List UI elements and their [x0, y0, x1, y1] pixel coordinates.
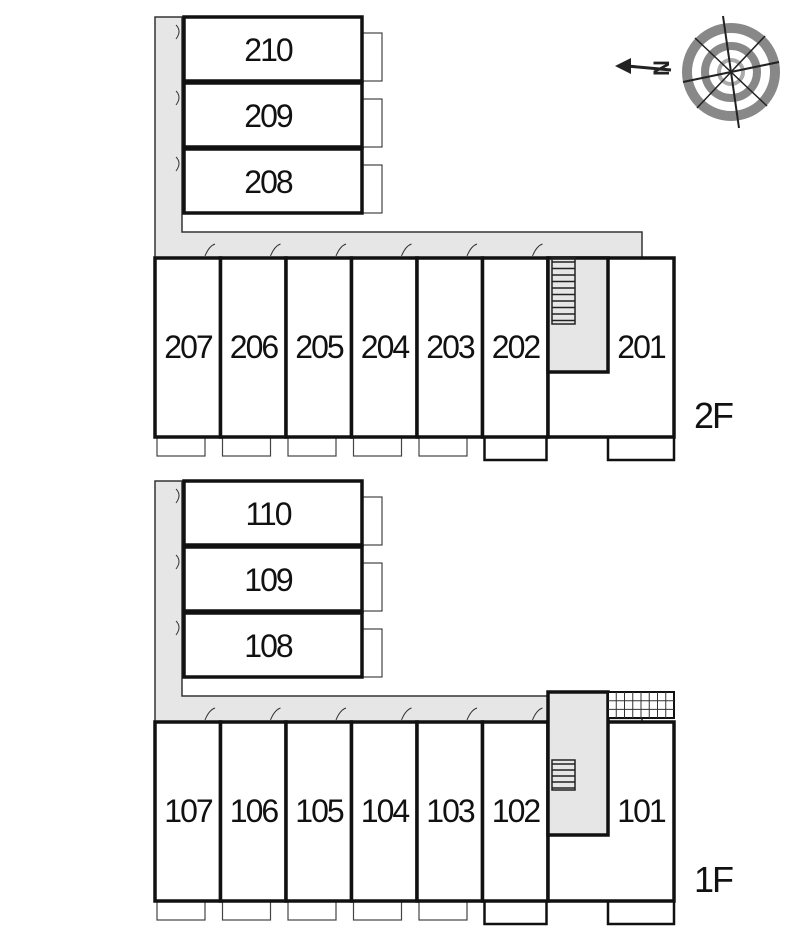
- door-icon: [175, 156, 180, 172]
- room-label: 202: [492, 329, 541, 365]
- balcony: [352, 436, 403, 457]
- room-210[interactable]: [182, 15, 364, 83]
- room-label: 104: [361, 793, 410, 829]
- room-203[interactable]: [415, 256, 485, 439]
- door-icon: [204, 707, 216, 721]
- door-icon: [175, 90, 180, 106]
- room-label: 107: [164, 793, 213, 829]
- door-icon: [466, 707, 478, 721]
- room-label: 201: [617, 329, 666, 365]
- room-label: 110: [245, 496, 291, 532]
- room-label: 101: [617, 793, 666, 829]
- balcony: [418, 436, 468, 457]
- door-icon: [175, 488, 180, 504]
- room-label: 208: [244, 164, 293, 200]
- floor-label: 1F: [694, 859, 733, 900]
- room-206[interactable]: [218, 256, 288, 439]
- room-label: 108: [244, 628, 293, 664]
- room-label: 209: [244, 98, 293, 134]
- room-104[interactable]: [349, 720, 419, 903]
- door-icon: [532, 243, 543, 257]
- door-icon: [335, 707, 347, 721]
- door-icon: [532, 707, 543, 721]
- room-label: 207: [164, 329, 213, 365]
- room-109[interactable]: [182, 545, 364, 613]
- room-209[interactable]: [182, 81, 364, 149]
- balcony: [483, 899, 548, 926]
- room-label: 205: [295, 329, 344, 365]
- balcony: [361, 32, 383, 82]
- floor-1F: 110 109 108 107 106 105 104 103 102 101 1F: [153, 479, 735, 926]
- room-label: 103: [426, 793, 475, 829]
- room-108[interactable]: [182, 611, 364, 679]
- room-110[interactable]: [182, 479, 364, 547]
- room-label: 106: [230, 793, 279, 829]
- room-208[interactable]: [182, 147, 364, 215]
- room-label: 109: [244, 562, 293, 598]
- balcony: [352, 900, 403, 921]
- room-204[interactable]: [349, 256, 419, 439]
- balcony: [606, 899, 676, 926]
- balcony: [418, 900, 468, 921]
- balcony: [483, 435, 548, 462]
- door-icon: [466, 243, 478, 257]
- room-103[interactable]: [415, 720, 485, 903]
- room-105[interactable]: [284, 720, 354, 903]
- balcony: [287, 436, 337, 457]
- staircase-icon: [551, 759, 576, 791]
- balcony: [221, 436, 272, 457]
- balcony: [606, 435, 676, 462]
- door-icon: [204, 243, 216, 257]
- stair-hall: [546, 690, 610, 837]
- room-label: 105: [295, 793, 344, 829]
- balcony: [361, 164, 383, 214]
- door-icon: [175, 24, 180, 40]
- door-icon: [175, 620, 180, 636]
- door-icon: [270, 707, 281, 721]
- balcony: [361, 562, 383, 612]
- staircase-icon: [551, 257, 576, 325]
- balcony: [361, 628, 383, 678]
- room-label: 203: [426, 329, 475, 365]
- room-label: 210: [244, 32, 293, 68]
- balcony: [361, 98, 383, 148]
- balcony: [361, 496, 383, 546]
- balcony: [221, 900, 272, 921]
- room-label: 102: [492, 793, 541, 829]
- door-icon: [175, 554, 180, 570]
- compass-north-label: N: [649, 60, 674, 76]
- room-207[interactable]: [153, 256, 223, 439]
- balcony: [156, 436, 206, 457]
- room-107[interactable]: [153, 720, 223, 903]
- balcony: [156, 900, 206, 921]
- room-label: 204: [361, 329, 410, 365]
- door-icon: [270, 243, 281, 257]
- compass-icon: N: [615, 15, 780, 129]
- floor-2F: 210 209 208 207 206 205 204 203 202 201 2F: [153, 15, 735, 462]
- room-label: 206: [230, 329, 279, 365]
- door-icon: [401, 243, 412, 257]
- room-205[interactable]: [284, 256, 354, 439]
- room-202[interactable]: [480, 256, 550, 439]
- stair-hall: [546, 256, 610, 374]
- balcony: [287, 900, 337, 921]
- door-icon: [335, 243, 347, 257]
- floor-label: 2F: [694, 395, 733, 436]
- door-icon: [401, 707, 412, 721]
- room-106[interactable]: [218, 720, 288, 903]
